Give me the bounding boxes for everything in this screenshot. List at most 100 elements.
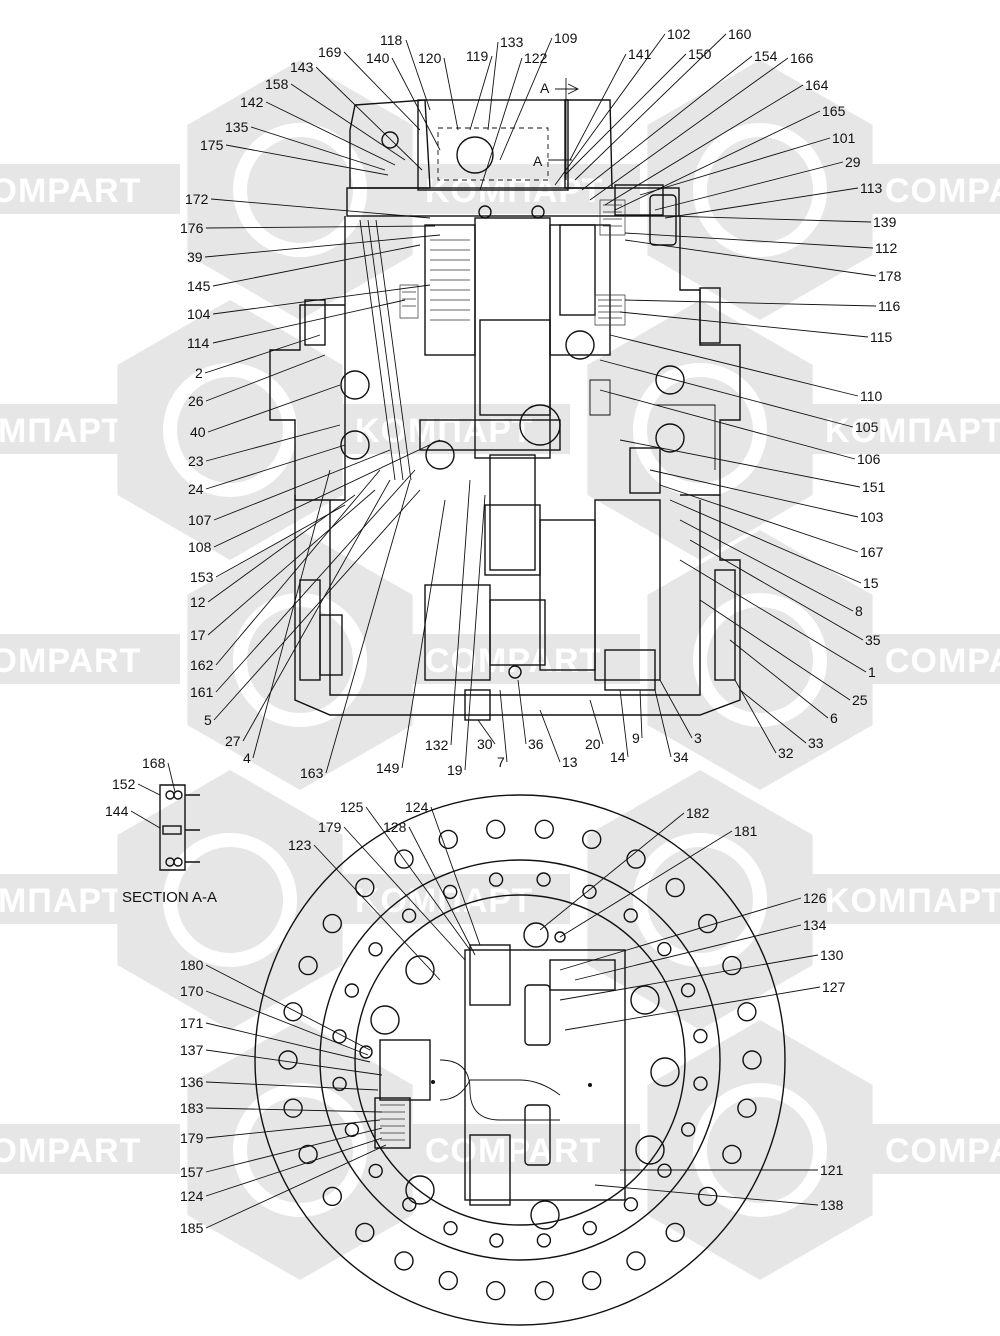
bolt-hole (332, 1076, 347, 1092)
watermark-text: COMPART (0, 172, 141, 210)
leader-line (204, 234, 441, 258)
callout-number: 166 (790, 50, 814, 66)
callout-number: 171 (180, 1015, 204, 1031)
bolt-hole (355, 877, 375, 898)
callout-number: 114 (187, 335, 210, 351)
leader-line (205, 354, 326, 402)
callout: 25 (699, 599, 868, 708)
callout: 168 (142, 755, 176, 793)
callout-number: 138 (820, 1197, 844, 1213)
leader-line (215, 504, 346, 578)
callout-number: 143 (290, 59, 314, 75)
callout-number: 8 (855, 603, 863, 619)
inner-bolt-circle (332, 872, 708, 1248)
bolt-hole (657, 941, 672, 957)
callout-number: 124 (405, 799, 429, 815)
watermark-logo: COMPART (0, 634, 180, 684)
watermark-ring (633, 363, 767, 497)
leader-line (130, 810, 161, 829)
callout: 141 (569, 46, 652, 161)
callout: 143 (290, 59, 423, 171)
callout: 138 (594, 1184, 844, 1213)
callout: 165 (614, 103, 846, 211)
callout: 163 (300, 479, 411, 781)
bolt-hole (283, 1002, 303, 1022)
callout: 19 (447, 494, 486, 778)
callout-number: 124 (180, 1188, 204, 1204)
leader-line (599, 359, 854, 428)
watermark-band (870, 164, 1000, 214)
callout-number: 33 (808, 735, 824, 751)
leader-line (659, 484, 859, 553)
leader-line (205, 1081, 379, 1091)
watermark-ring (163, 833, 297, 967)
bolt-hole (722, 955, 742, 976)
callout-number: 127 (822, 979, 846, 995)
leader-line (401, 499, 446, 769)
leader-line (739, 689, 807, 744)
callout: 20 (585, 699, 604, 752)
callout-number: 149 (376, 760, 400, 776)
callout-number: 25 (852, 692, 868, 708)
leader-line (624, 239, 877, 277)
callout-number: 123 (288, 837, 312, 853)
callout: 176 (180, 220, 436, 236)
callout: 154 (581, 48, 778, 191)
callout: 183 (180, 1100, 383, 1116)
leader-line (477, 719, 496, 745)
bolt-hole (737, 1002, 757, 1022)
callout-number: 121 (820, 1162, 844, 1178)
leader-line (205, 1144, 387, 1229)
bolt-hole (443, 884, 458, 900)
callout-number: 152 (112, 776, 136, 792)
callout: 115 (619, 311, 893, 345)
callout: 12 (190, 494, 356, 610)
watermark-band (810, 874, 1000, 924)
leader-line (517, 679, 527, 745)
watermark-logo: COMPART (647, 1020, 1000, 1280)
callout-number: 6 (830, 710, 838, 726)
callout-number: 141 (628, 46, 652, 62)
callout: 151 (619, 439, 886, 495)
watermark-band (340, 404, 570, 454)
callout-number: 34 (673, 749, 689, 765)
bolt-hole (536, 1233, 552, 1248)
watermark-text: COMPART (425, 642, 601, 680)
watermark-ring (693, 1083, 827, 1217)
leader-line (654, 689, 672, 758)
callout: 106 (599, 389, 881, 467)
callout: 135 (225, 119, 386, 171)
callout: 132 (425, 479, 471, 753)
leader-line (464, 494, 486, 771)
leader-line (210, 198, 431, 219)
watermark-ring (163, 363, 297, 497)
callout-number: 168 (142, 755, 166, 771)
leader-line (205, 1119, 381, 1139)
callout: 105 (599, 359, 879, 435)
bolt-hole (355, 1222, 375, 1243)
callout-number: 36 (528, 736, 544, 752)
leader-line (554, 33, 666, 186)
callout-number: 150 (688, 46, 712, 62)
watermark-hexagon (647, 530, 873, 790)
callout-number: 102 (667, 26, 691, 42)
callout: 130 (559, 947, 844, 1001)
callout-number: 120 (418, 50, 442, 66)
callout-number: 39 (187, 249, 203, 265)
leader-line (619, 689, 629, 758)
bolt-hole (623, 1197, 639, 1212)
callout-number: 137 (180, 1042, 204, 1058)
callout-number: 183 (180, 1100, 204, 1116)
leader-line (205, 225, 436, 229)
watermark-hexagon (117, 300, 343, 560)
callout: 133 (487, 34, 524, 131)
callout-number: 185 (180, 1220, 204, 1236)
leader-line (649, 469, 859, 518)
callout-number: 7 (497, 754, 505, 770)
callout-number: 101 (832, 130, 856, 146)
callout: 113 (664, 180, 883, 219)
callout-number: 158 (265, 76, 289, 92)
callout-number: 165 (822, 103, 846, 119)
callout: 169 (318, 44, 421, 131)
